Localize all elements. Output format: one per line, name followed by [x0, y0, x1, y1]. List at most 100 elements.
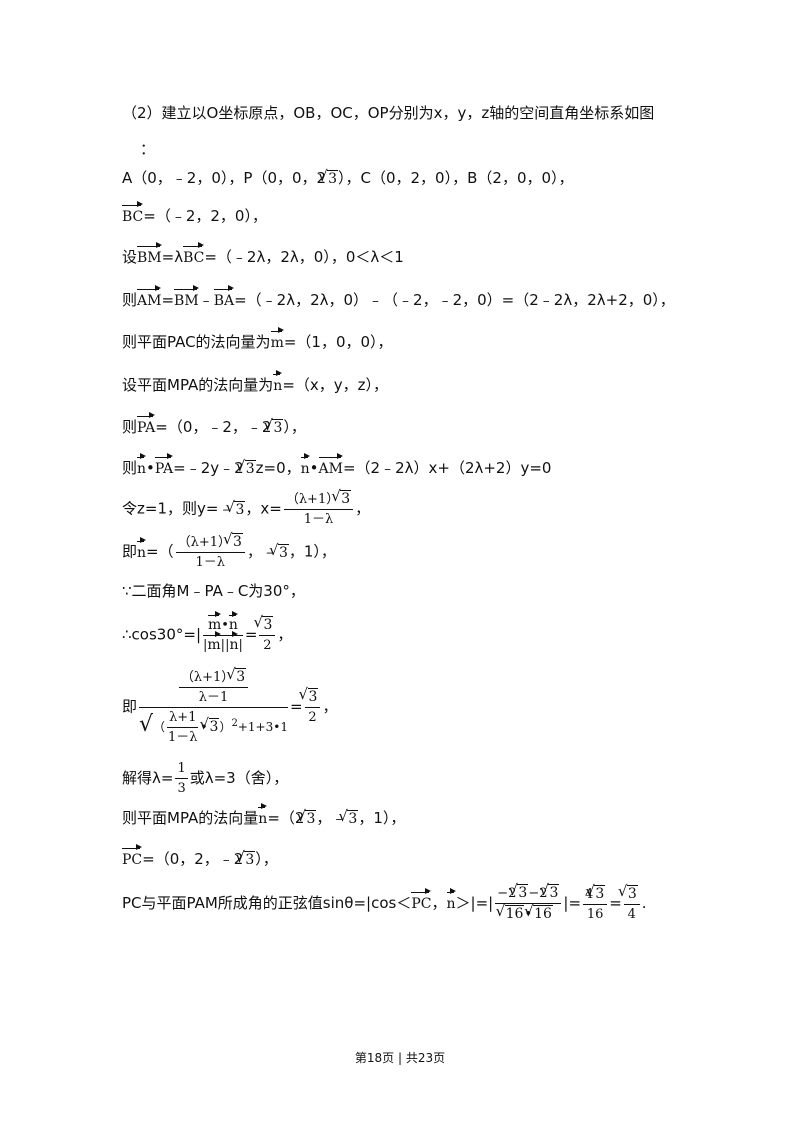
vector-BM-2: BM: [174, 285, 199, 309]
vector-BC: BC: [122, 201, 144, 225]
vector-n-4: n: [137, 536, 147, 561]
sqrt-16-b: 16: [524, 903, 553, 922]
fraction-big: （λ+1）3λ－1√（λ+11－λ•3）2+1+3•1: [139, 666, 288, 746]
bar-1: |: [203, 637, 208, 653]
text-line-10: 令z=1，则y=﹣3，x=（λ+1）31－λ，: [122, 488, 371, 528]
line-9-b: •: [146, 459, 155, 477]
vector-PA: PA: [137, 412, 156, 436]
frac-n1-num: （λ+1）: [177, 535, 232, 550]
line-18-c: ＞|=|: [455, 894, 494, 912]
line-13-a: ∴cos30°=|: [122, 625, 201, 644]
text-line-11: 即n=（（λ+1）31－λ，﹣3，1），: [122, 531, 336, 571]
vector-n-3: n: [300, 453, 310, 477]
line-1b-text: ：: [140, 140, 156, 158]
frac-x-den: 1－λ: [303, 512, 334, 527]
sqrt-3-p: 3: [540, 882, 560, 901]
vector-BC-2: BC: [183, 242, 205, 266]
line-15-a: 解得λ=: [122, 769, 174, 787]
line-4-a: 设: [122, 248, 138, 266]
paren-open: （: [153, 720, 166, 734]
sqrt-3-i: 3: [226, 666, 247, 685]
vector-n-2: n: [137, 453, 147, 477]
line-7-a: 设平面MPA的法向量为: [122, 376, 274, 394]
one: 1: [280, 720, 288, 734]
line-14-c: ，: [322, 697, 338, 716]
text-line-1b: ：: [140, 139, 155, 159]
text-line-2: A（0，﹣2，0），P（0，0，23），C（0，2，0），B（2，0，0），: [122, 168, 574, 188]
inner-num: λ+1: [167, 709, 199, 728]
line-10-a: 令z=1，则y=﹣: [122, 499, 234, 518]
text-line-18: PC与平面PAM所成角的正弦值sinθ=|cos＜PC，n＞|=|−23−231…: [122, 882, 647, 923]
sqrt-3-j: 3: [200, 716, 220, 735]
third-den: 3: [177, 781, 186, 796]
text-line-5: 则AM=BM﹣BA=（﹣2λ，2λ，0）﹣（﹣2，﹣2，0）=（2﹣2λ，2λ+…: [122, 285, 675, 311]
line-9-f: =（2﹣2λ）x+（2λ+2）y=0: [342, 459, 552, 477]
line-18-a: PC与平面PAM所成角的正弦值sinθ=|cos＜: [122, 894, 412, 912]
sqrt-3: 3: [318, 168, 338, 187]
line-6-a: 则平面PAC的法向量为: [122, 333, 271, 351]
sqrt-3-q: 3: [585, 883, 606, 902]
vector-n-5: n: [228, 610, 238, 633]
line-8-b: =（0，﹣2，﹣2: [155, 418, 272, 436]
text-line-8: 则PA=（0，﹣2，﹣23），: [122, 412, 306, 438]
den-4: 4: [627, 906, 636, 922]
paren-close: ）: [219, 720, 232, 734]
fraction-cos: m•n|m||n|: [203, 610, 243, 654]
inner-tail: +1+3: [237, 720, 274, 734]
line-10-c: ，: [355, 499, 371, 518]
frac-x-num: （λ+1）: [285, 492, 340, 507]
sqrt-3-d: 3: [226, 499, 246, 518]
text-line-9: 则n•PA=﹣2y﹣23z=0，n•AM=（2﹣2λ）x+（2λ+2）y=0: [122, 453, 552, 479]
sqrt-3-f: 3: [223, 531, 243, 550]
line-1-text: （2）建立以O坐标原点，OB，OC，OP分别为x，y，z轴的空间直角坐标系如图: [122, 104, 655, 122]
sqrt-3-c: 3: [236, 458, 256, 477]
text-line-17: PC=（0，2，﹣23），: [122, 844, 278, 870]
vector-n-7: n: [258, 803, 268, 827]
text-line-3: BC=（﹣2，2，0），: [122, 201, 267, 227]
line-13-c: ，: [277, 625, 293, 644]
vector-PC-2: PC: [411, 888, 432, 912]
line-16-a: 则平面MPA的法向量: [122, 809, 259, 827]
vector-BA: BA: [213, 285, 235, 309]
sqrt-3-o: 3: [508, 882, 529, 901]
big-root-sign: √: [139, 712, 154, 737]
vector-AM-2: AM: [318, 453, 344, 477]
line-15-b: 或λ=3（舍），: [189, 769, 289, 787]
square-exp: 2: [231, 718, 238, 729]
line-14-a: 即: [122, 697, 138, 716]
bar-3: |: [225, 637, 230, 653]
line-5-c: ﹣: [198, 291, 214, 309]
sqrt-3-b: 3: [264, 417, 284, 436]
sqrt-3-h: 3: [254, 614, 274, 633]
line-12-text: ∵二面角M﹣PA﹣C为30°，: [122, 582, 305, 600]
line-18-b: ，: [431, 894, 447, 912]
fraction-4sqrt3-16: 4316: [583, 883, 608, 923]
third-num: 1: [175, 760, 188, 779]
line-11-a: 即: [122, 542, 138, 561]
inner-den: 1－λ: [168, 730, 198, 745]
text-line-12: ∵二面角M﹣PA﹣C为30°，: [122, 581, 305, 601]
line-9-e: •: [309, 459, 319, 477]
fraction-big-top: （λ+1）3λ－1: [178, 666, 249, 706]
line-4-c: =（﹣2λ，2λ，0），0＜λ＜1: [204, 248, 404, 266]
vector-n-6: n: [229, 630, 239, 653]
frac-den-2: 2: [263, 638, 272, 653]
line-17-a: =（0，2，﹣2: [142, 850, 244, 868]
fraction-sin: −23−2316•16: [495, 882, 562, 923]
vector-n: n: [273, 370, 283, 394]
line-5-a: 则: [122, 291, 138, 309]
sqrt-3-g: 3: [269, 542, 289, 561]
line-8-c: ），: [283, 418, 306, 436]
page-footer: 第18页 | 共23页: [354, 1051, 446, 1065]
bar-2: |: [220, 637, 226, 653]
text-line-14: 即（λ+1）3λ－1√（λ+11－λ•3）2+1+3•1=32，: [122, 666, 338, 746]
big-top-num: （λ+1）: [180, 670, 235, 685]
line-6-b: =（1，0，0），: [283, 333, 393, 351]
frac-n1-den: 1－λ: [195, 555, 226, 570]
sqrt-3-n: 3: [235, 849, 256, 868]
line-16-b: =（2: [267, 809, 305, 827]
fraction-sqrt3-2: 32: [254, 614, 276, 654]
